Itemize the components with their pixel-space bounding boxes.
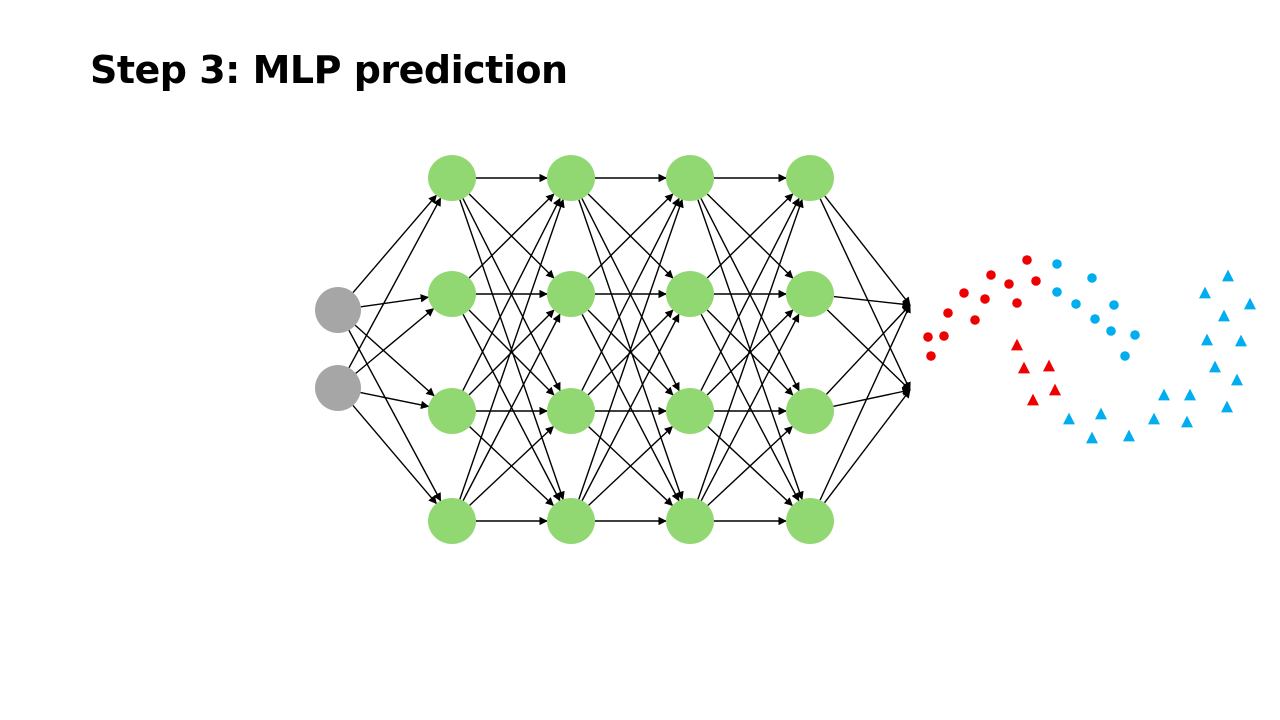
hidden-node — [666, 498, 714, 544]
hidden-node — [786, 155, 834, 201]
class-b-point — [1221, 400, 1233, 413]
edge-arrow — [700, 313, 800, 501]
edge-arrow — [833, 387, 911, 407]
edge-arrow — [352, 194, 437, 294]
hidden-node — [786, 498, 834, 544]
slide-title: Step 3: MLP prediction — [90, 48, 568, 92]
edge-arrow — [360, 391, 430, 410]
edge-arrow — [706, 193, 794, 279]
edge-arrow — [354, 324, 435, 397]
class-b-point — [1109, 300, 1119, 310]
hidden-node — [547, 498, 595, 544]
prediction-scatter — [923, 255, 1256, 444]
class-b-point — [1123, 429, 1135, 442]
edge-arrow — [578, 198, 684, 500]
hidden-node — [786, 388, 834, 434]
class-a-point — [1031, 276, 1041, 286]
class-a-point — [1049, 383, 1061, 396]
class-a-point — [923, 332, 933, 342]
input-node — [315, 287, 361, 333]
edge-arrow — [462, 313, 561, 501]
class-a-point — [970, 315, 980, 325]
edge-arrow — [587, 193, 674, 279]
class-a-point — [1022, 255, 1032, 265]
network-nodes — [315, 155, 834, 544]
edge-arrow — [587, 309, 674, 396]
class-b-point — [1184, 388, 1196, 401]
class-b-point — [1235, 334, 1247, 347]
class-a-point — [943, 308, 953, 318]
class-a-point — [1011, 338, 1023, 351]
class-b-point — [1130, 330, 1140, 340]
class-b-point — [1087, 273, 1097, 283]
edge-arrow — [707, 425, 793, 506]
hidden-node — [666, 271, 714, 317]
edge-arrow — [459, 198, 565, 500]
class-b-point — [1201, 333, 1213, 346]
hidden-node — [547, 271, 595, 317]
class-b-point — [1095, 407, 1107, 420]
class-a-point — [1018, 361, 1030, 374]
hidden-node — [786, 271, 834, 317]
hidden-node — [428, 388, 476, 434]
edge-arrow — [824, 389, 911, 504]
edge-arrow — [355, 308, 435, 374]
edge-arrow — [824, 195, 911, 306]
input-node — [315, 365, 361, 411]
class-a-point — [939, 331, 949, 341]
class-a-point — [1027, 393, 1039, 406]
class-b-point — [1181, 415, 1193, 428]
edge-arrow — [706, 309, 794, 396]
edge-arrow — [348, 329, 442, 502]
class-a-point — [1012, 298, 1022, 308]
edge-arrow — [581, 197, 680, 391]
hidden-node — [666, 155, 714, 201]
edge-arrow — [469, 426, 554, 506]
class-a-point — [980, 294, 990, 304]
edge-arrow — [819, 198, 911, 391]
hidden-node — [547, 155, 595, 201]
class-b-point — [1106, 326, 1116, 336]
edge-arrow — [819, 304, 911, 501]
class-b-point — [1199, 286, 1211, 299]
class-a-point — [926, 351, 936, 361]
hidden-node — [666, 388, 714, 434]
class-b-point — [1052, 259, 1062, 269]
class-b-point — [1086, 431, 1098, 444]
edge-arrow — [352, 405, 437, 505]
class-b-point — [1071, 299, 1081, 309]
class-a-point — [1043, 359, 1055, 372]
hidden-node — [547, 388, 595, 434]
class-a-point — [986, 270, 996, 280]
class-b-point — [1231, 373, 1243, 386]
hidden-node — [428, 498, 476, 544]
class-b-point — [1090, 314, 1100, 324]
class-b-point — [1063, 412, 1075, 425]
hidden-node — [428, 271, 476, 317]
edge-arrow — [360, 294, 430, 308]
edge-arrow — [697, 198, 804, 500]
class-a-point — [959, 288, 969, 298]
class-a-point — [1004, 279, 1014, 289]
class-b-point — [1222, 269, 1234, 282]
edge-arrow — [700, 197, 800, 391]
edge-arrow — [825, 304, 911, 395]
edge-arrow — [581, 313, 680, 501]
class-b-point — [1052, 287, 1062, 297]
class-b-point — [1244, 297, 1256, 310]
class-b-point — [1158, 388, 1170, 401]
edge-arrow — [468, 309, 555, 396]
hidden-node — [428, 155, 476, 201]
edge-arrow — [468, 193, 555, 279]
class-b-point — [1209, 360, 1221, 373]
class-b-point — [1148, 412, 1160, 425]
edge-arrow — [348, 197, 442, 369]
edge-arrow — [833, 295, 911, 309]
class-b-point — [1218, 309, 1230, 322]
edge-arrow — [588, 426, 673, 506]
class-b-point — [1120, 351, 1130, 361]
network-edges — [348, 173, 911, 526]
edge-arrow — [462, 197, 561, 391]
